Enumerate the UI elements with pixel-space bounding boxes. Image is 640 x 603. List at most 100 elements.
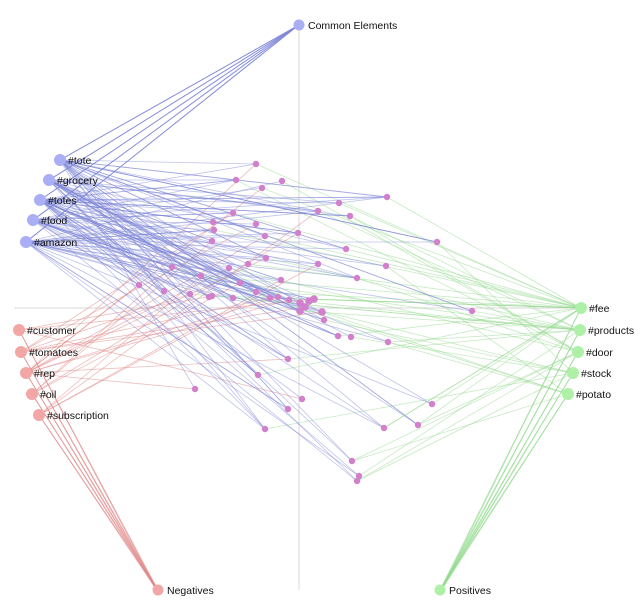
term-node[interactable] [210,226,218,234]
term-node[interactable] [160,287,168,295]
term-node[interactable] [261,425,269,433]
term-customer-node[interactable] [13,324,25,336]
term-node[interactable] [284,355,292,363]
term-node[interactable] [209,218,217,226]
term-oil-node[interactable] [26,388,38,400]
term-node[interactable] [384,338,392,346]
term-node[interactable] [428,400,436,408]
term-node[interactable] [414,421,422,429]
term-node[interactable] [252,220,260,228]
term-rep-node[interactable] [20,367,32,379]
term-potato-label: #potato [576,389,611,401]
term-node[interactable] [320,316,328,324]
term-node[interactable] [296,307,304,315]
anchor-positives[interactable]: Positives [434,584,492,598]
term-node[interactable] [342,245,350,253]
term-potato[interactable]: #potato [562,388,611,401]
term-amazon[interactable]: #amazon [20,236,77,249]
term-node[interactable] [314,260,322,268]
term-node[interactable] [135,281,143,289]
edge-positive-term [323,319,574,374]
term-node[interactable] [468,307,476,315]
term-node[interactable] [353,274,361,282]
term-node[interactable] [232,176,240,184]
term-oil[interactable]: #oil [26,388,56,401]
anchor-common-node[interactable] [293,19,305,31]
term-node[interactable] [274,293,282,301]
term-fee-node[interactable] [575,302,587,314]
term-node[interactable] [191,385,199,393]
term-node[interactable] [382,262,390,270]
term-node[interactable] [310,295,318,303]
term-amazon-node[interactable] [20,236,32,248]
term-subscription[interactable]: #subscription [33,409,109,422]
anchor-negatives[interactable]: Negatives [152,584,214,598]
term-tomatoes-node[interactable] [15,346,27,358]
term-node[interactable] [261,232,269,240]
term-potato-node[interactable] [562,388,574,400]
term-node[interactable] [258,184,266,192]
term-node[interactable] [225,264,233,272]
term-node[interactable] [252,288,260,296]
term-node[interactable] [285,296,293,304]
term-node[interactable] [229,209,237,217]
term-node[interactable] [353,477,361,485]
term-food[interactable]: #food [27,214,67,227]
term-node[interactable] [433,238,441,246]
term-node[interactable] [277,276,285,284]
anchor-negatives-node[interactable] [152,584,164,596]
term-node[interactable] [266,294,274,302]
term-node[interactable] [254,371,262,379]
term-totes[interactable]: #totes [34,194,77,207]
term-node[interactable] [229,294,237,302]
edge-negative-term [31,266,173,395]
term-node[interactable] [347,333,355,341]
term-fee[interactable]: #fee [575,302,610,315]
term-node[interactable] [262,254,270,262]
term-node[interactable] [236,279,244,287]
term-node[interactable] [318,308,326,316]
term-tomatoes[interactable]: #tomatoes [15,346,78,359]
term-node[interactable] [335,199,343,207]
term-rep[interactable]: #rep [20,367,55,380]
term-node[interactable] [294,229,302,237]
term-node[interactable] [298,395,306,403]
term-node[interactable] [168,263,176,271]
term-node[interactable] [208,237,216,245]
term-tote-node[interactable] [54,154,66,166]
term-node[interactable] [348,457,356,465]
term-node[interactable] [346,212,354,220]
edge-common-term [48,179,433,405]
edge-positive-term [261,187,582,309]
term-node[interactable] [284,405,292,413]
term-node[interactable] [244,260,252,268]
edge-negative-term [38,279,282,416]
term-node[interactable] [383,193,391,201]
term-products[interactable]: #products [574,324,634,337]
term-grocery-node[interactable] [43,174,55,186]
term-stock-node[interactable] [567,367,579,379]
term-node[interactable] [334,332,342,340]
term-stock[interactable]: #stock [567,367,612,380]
term-products-node[interactable] [574,324,586,336]
term-node[interactable] [278,177,286,185]
term-node[interactable] [252,160,260,168]
term-door-node[interactable] [572,346,584,358]
term-node[interactable] [314,207,322,215]
anchor-positives-node[interactable] [434,584,446,596]
term-node[interactable] [197,272,205,280]
term-customer[interactable]: #customer [13,324,77,337]
term-food-node[interactable] [27,214,39,226]
term-totes-node[interactable] [34,194,46,206]
term-node[interactable] [355,472,363,480]
term-door[interactable]: #door [572,346,613,359]
term-node[interactable] [205,293,213,301]
term-fee-label: #fee [589,303,610,315]
term-subscription-node[interactable] [33,409,45,421]
anchor-common[interactable]: Common Elements [293,19,398,33]
edge-common-term [59,159,319,212]
term-tote[interactable]: #tote [54,154,92,167]
term-grocery[interactable]: #grocery [43,174,99,187]
term-node[interactable] [380,424,388,432]
term-node[interactable] [186,290,194,298]
